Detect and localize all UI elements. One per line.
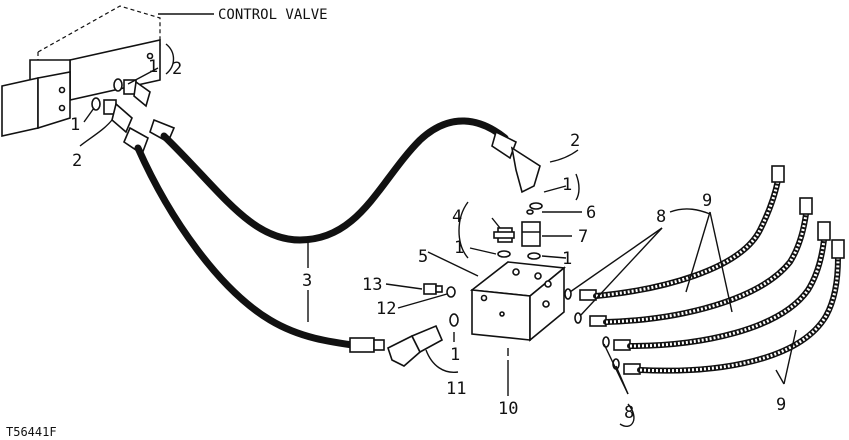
control-valve bbox=[1, 5, 161, 137]
braided-hose-1 bbox=[579, 165, 785, 301]
callout-1: 1 bbox=[70, 115, 80, 135]
o-ring bbox=[527, 252, 541, 260]
o-ring bbox=[602, 336, 610, 348]
callout-1: 1 bbox=[562, 249, 572, 269]
plug bbox=[493, 227, 515, 243]
o-ring bbox=[91, 97, 101, 111]
callout-8: 8 bbox=[624, 403, 634, 423]
o-ring bbox=[449, 313, 459, 327]
braided-hose-2 bbox=[589, 197, 813, 327]
o-ring bbox=[526, 209, 534, 215]
o-ring bbox=[497, 250, 511, 258]
elbow-fitting bbox=[103, 99, 133, 134]
callout-12: 12 bbox=[376, 299, 396, 319]
callout-1: 1 bbox=[450, 345, 460, 365]
figure-id: T56441F bbox=[6, 425, 57, 439]
callout-8: 8 bbox=[656, 207, 666, 227]
callout-7: 7 bbox=[578, 227, 588, 247]
callout-9: 9 bbox=[776, 395, 786, 415]
washer-12 bbox=[446, 286, 456, 298]
control-valve-label: CONTROL VALVE bbox=[218, 7, 328, 23]
callout-3: 3 bbox=[302, 271, 312, 291]
callout-11: 11 bbox=[446, 379, 466, 399]
elbow-fitting bbox=[387, 324, 444, 367]
callout-1: 1 bbox=[562, 175, 572, 195]
elbow-fitting bbox=[123, 79, 151, 108]
hose-upper bbox=[160, 117, 509, 244]
callout-9: 9 bbox=[702, 191, 712, 211]
callout-6: 6 bbox=[586, 203, 596, 223]
callout-10: 10 bbox=[498, 399, 518, 419]
callout-2: 2 bbox=[570, 131, 580, 151]
hose-lower bbox=[134, 144, 364, 350]
o-ring bbox=[564, 288, 572, 300]
callout-1: 1 bbox=[148, 57, 158, 77]
o-ring bbox=[529, 202, 543, 210]
callout-5: 5 bbox=[418, 247, 428, 267]
plug-13 bbox=[423, 283, 443, 295]
callout-2: 2 bbox=[72, 151, 82, 171]
hose-end-fitting bbox=[491, 130, 541, 194]
check-valve-fitting bbox=[521, 221, 541, 247]
callout-1: 1 bbox=[454, 238, 464, 258]
braided-hose-4 bbox=[623, 239, 845, 375]
manifold-block bbox=[469, 261, 566, 356]
callout-2: 2 bbox=[172, 59, 182, 79]
o-ring bbox=[113, 78, 123, 92]
hose-end-fitting bbox=[349, 337, 385, 353]
leader-lines bbox=[79, 43, 797, 427]
braided-hose-3 bbox=[613, 221, 831, 351]
callout-13: 13 bbox=[362, 275, 382, 295]
o-ring bbox=[574, 312, 582, 324]
callout-4: 4 bbox=[452, 207, 462, 227]
